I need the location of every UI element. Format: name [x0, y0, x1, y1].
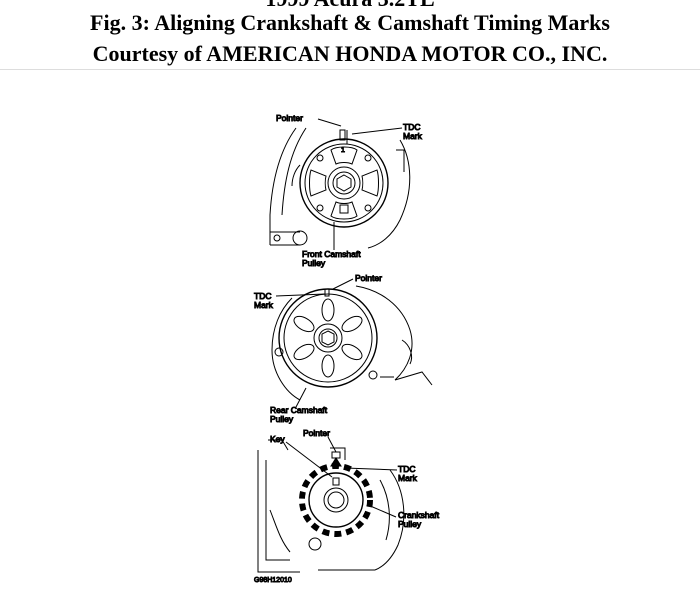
- crank-tdc-label-line2: Mark: [398, 473, 418, 483]
- front-tdc-label-line1: TDC: [403, 122, 420, 132]
- front-pulley-label-line1: Front Camshaft: [302, 249, 361, 259]
- rear-pulley-label-line2: Pulley: [270, 414, 294, 424]
- document-header-partial: 1999 Acura 3.2TL: [0, 0, 700, 11]
- rear-pulley-label-line1: Rear Camshaft: [270, 405, 328, 415]
- crankshaft-diagram: [257, 436, 405, 573]
- rear-tdc-label-line1: TDC: [254, 291, 271, 301]
- figure-code: G98H12010: [254, 577, 292, 584]
- crank-pulley-label-line1: Crankshaft: [398, 510, 440, 520]
- front-camshaft-diagram: [269, 118, 411, 250]
- crank-tdc-label-line1: TDC: [398, 464, 415, 474]
- crank-pulley-label-line2: Pulley: [398, 519, 422, 529]
- rear-pointer-label: Pointer: [355, 273, 382, 283]
- figure-title: Fig. 3: Aligning Crankshaft & Camshaft T…: [90, 10, 610, 35]
- front-pointer-label: Pointer: [276, 113, 303, 123]
- crank-key-label: Key: [270, 434, 285, 444]
- rear-tdc-label-line2: Mark: [254, 300, 274, 310]
- header-divider: [0, 69, 700, 70]
- crank-pointer-label: Pointer: [303, 428, 330, 438]
- front-cam-mark-1: 1: [341, 147, 345, 154]
- figure-courtesy: Courtesy of AMERICAN HONDA MOTOR CO., IN…: [92, 41, 608, 66]
- front-pulley-label-line2: Pulley: [302, 258, 326, 268]
- front-tdc-label-line2: Mark: [403, 131, 423, 141]
- rear-camshaft-diagram: [271, 278, 433, 408]
